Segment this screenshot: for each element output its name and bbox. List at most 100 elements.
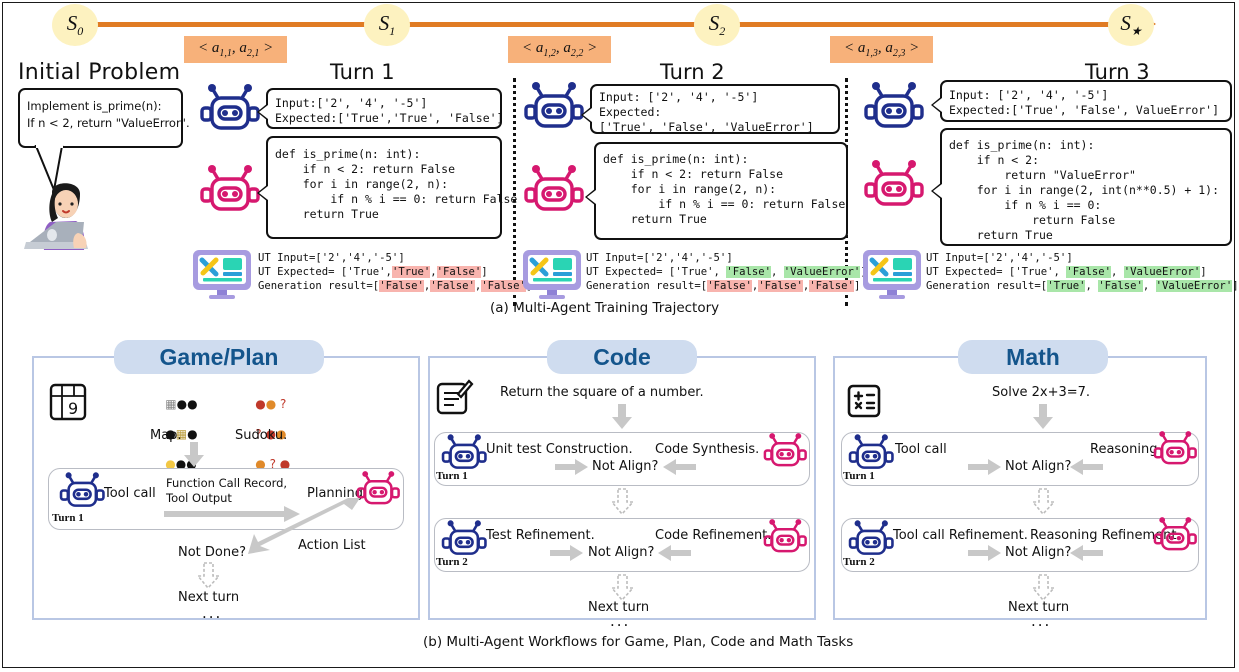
flow-arrow-down (612, 404, 632, 429)
pink-agent-robot-icon (763, 519, 807, 553)
turn-3-ut-expected-chip-0: 'False' (1066, 266, 1111, 278)
pink-agent-robot-icon (864, 160, 924, 206)
caption-a: (a) Multi-Agent Training Trajectory (490, 300, 720, 316)
blue-agent-robot-icon (200, 84, 260, 130)
turn-1-ut-input: UT Input=['2','4','-5'] (258, 252, 405, 264)
turn-3-test-box: Input: ['2', '4', '-5'] Expected:['True'… (931, 80, 1232, 122)
game-plan-mid-label: Function Call Record, Tool Output (166, 476, 288, 505)
code-next-turn-label: Next turn (588, 600, 650, 615)
action-label-3: < a1,3, a2,3 > (830, 36, 934, 63)
turn-1-ut-expected-prefix: UT Expected= ['True', (258, 266, 392, 278)
flow-arrow-right-small (968, 459, 1001, 475)
state-node-s-star: S★ (1108, 4, 1154, 46)
code-turn-2-mid-label: Not Align? (588, 545, 655, 560)
dashed-arrow-down (610, 488, 635, 516)
turn-3-ut-input: UT Input=['2','4','-5'] (926, 252, 1073, 264)
code-turn-2-row (434, 518, 810, 572)
turn-1-ut-expected-suffix: ] (481, 266, 488, 278)
initial-problem-box-tail (34, 144, 64, 194)
turn-2-gen-prefix: Generation result=[ (586, 280, 708, 292)
math-turn-1-right-label: Reasoning (1090, 442, 1158, 457)
initial-problem-title: Initial Problem (18, 60, 181, 85)
pink-agent-robot-icon (200, 165, 260, 211)
math-turn-2-label: Turn 2 (843, 556, 875, 568)
turn-3-ut-expected: UT Expected= ['True', 'False', 'ValueErr… (926, 266, 1207, 278)
turn-3-code-box: def is_prime(n: int): if n < 2: return "… (931, 128, 1232, 246)
flow-arrow-right-small (968, 545, 1001, 561)
dashed-arrow-down (1031, 574, 1056, 602)
turn-2-gen-chip-2: 'False' (809, 280, 854, 292)
action-list-label: Action List (298, 538, 366, 553)
blue-agent-robot-icon (864, 82, 924, 128)
code-turn-1-mid-label: Not Align? (592, 459, 659, 474)
math-turn-1-row (841, 432, 1199, 486)
blue-agent-robot-icon (441, 520, 487, 555)
turn-1-ut-expected-chip-0: 'True' (391, 266, 431, 278)
game-plan-ellipsis: ... (202, 604, 223, 622)
game-example-map-label: Map. (150, 428, 182, 443)
action-label-1: < a1,1, a2,1 > (184, 36, 288, 63)
turn-2-gen-suffix: ] (853, 280, 861, 292)
flow-arrow-left-small (663, 459, 696, 475)
math-turn-2-left-label: Tool call Refinement. (893, 528, 1028, 543)
unit-test-monitor-icon (523, 250, 581, 299)
turn-3-gen-chip-0: 'True' (1047, 280, 1086, 292)
flow-arrow-left-small (1070, 545, 1103, 561)
pink-agent-robot-icon (524, 165, 584, 211)
turn-3-gen-chip-2: 'ValueError' (1155, 280, 1233, 292)
turn-1-code-text: def is_prime(n: int): if n < 2: return F… (275, 147, 518, 221)
state-node-s2: S2 (694, 4, 740, 46)
state-node-s1: S1 (364, 4, 410, 46)
initial-problem-text: Implement is_prime(n): If n < 2, return … (27, 99, 190, 130)
turn-2-ut-expected-chip-0: 'False' (726, 266, 771, 278)
turn-3-gen-chip-1: 'False' (1098, 280, 1143, 292)
code-turn-1-left-label: Unit test Construction. (486, 442, 633, 457)
turn-2-test-text: Input: ['2', '4', '-5'] Expected: ['True… (599, 90, 814, 134)
column-separator-1 (513, 78, 516, 306)
dashed-arrow-down (610, 574, 635, 602)
sudoku-grid-icon: 9 (49, 383, 87, 421)
game-plan-next-turn-label: Next turn (178, 590, 240, 605)
game-example-sudoku-art: ●● ? ? ●● ● ? ● (255, 397, 291, 471)
turn-3-ut-expected-suffix: ] (1200, 266, 1207, 278)
turn-1-ut-expected-chip-1: 'False' (436, 266, 482, 278)
dashed-arrow-down (196, 562, 221, 590)
turn-2-ut-input: UT Input=['2','4','-5'] (586, 252, 733, 264)
code-turn-2-label: Turn 2 (436, 556, 468, 568)
pink-agent-robot-icon (1153, 517, 1197, 551)
code-task-prompt: Return the square of a number. (500, 385, 704, 400)
game-plan-tool-call-label: Tool call (104, 486, 156, 501)
action-label-2: < a1,2, a2,2 > (508, 36, 612, 63)
code-turn-1-right-label: Code Synthesis. (655, 442, 760, 457)
action-list-arrow (248, 498, 360, 554)
code-turn-1-row (434, 432, 810, 486)
user-person-icon (24, 183, 88, 250)
turn-1-gen-prefix: Generation result=[ (258, 280, 380, 292)
timeline-axis (60, 22, 1150, 27)
initial-problem-box: Implement is_prime(n): If n < 2, return … (18, 88, 190, 148)
turn-3-ut-expected-prefix: UT Expected= ['True', (926, 266, 1067, 278)
turn-2-title: Turn 2 (660, 60, 725, 84)
flow-arrow-left-small (1070, 459, 1103, 475)
turn-1-gen-chip-1: 'False' (430, 280, 475, 292)
turn-2-test-box: Input: ['2', '4', '-5'] Expected: ['True… (581, 84, 840, 134)
turn-2-ut-expected-chip-1: 'ValueError' (783, 266, 861, 278)
flow-arrow-right (164, 506, 300, 522)
math-turn-2-right-label: Reasoning Refinement (1030, 528, 1177, 543)
flow-arrow-right-small (555, 459, 588, 475)
pink-agent-robot-icon (356, 471, 400, 505)
pink-agent-robot-icon (763, 433, 807, 467)
turn-3-gen-prefix: Generation result=[ (926, 280, 1048, 292)
calculator-icon (847, 384, 881, 418)
flow-arrow-down (184, 442, 204, 467)
turn-2-code-box: def is_prime(n: int): if n < 2: return F… (585, 142, 848, 240)
turn-2-code-text: def is_prime(n: int): if n < 2: return F… (603, 152, 846, 226)
math-turn-1-label: Turn 1 (843, 470, 875, 482)
math-turn-1-left-label: Tool call (895, 442, 947, 457)
game-plan-planning-label: Planning (307, 486, 363, 501)
caption-b: (b) Multi-Agent Workflows for Game, Plan… (423, 634, 854, 650)
dashed-arrow-down (1031, 488, 1056, 516)
blue-agent-robot-icon (524, 82, 584, 128)
turn-1-test-box: Input:['2', '4', '-5'] Expected:['True',… (257, 88, 503, 129)
panel-math (833, 356, 1207, 620)
